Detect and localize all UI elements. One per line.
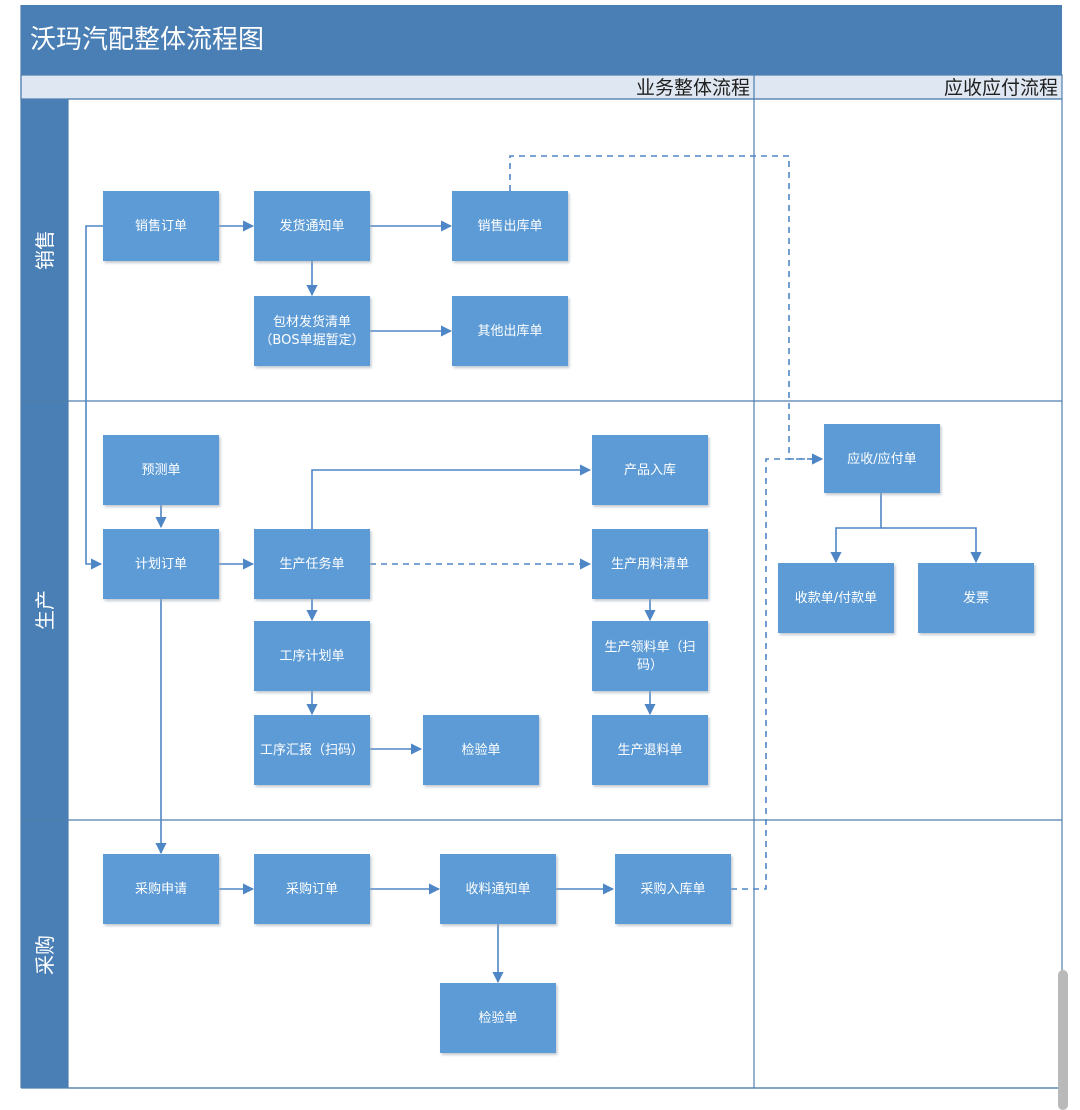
- node-inspection-production-label: 检验单: [461, 742, 500, 758]
- column-header-business: 业务整体流程: [636, 77, 750, 99]
- node-material-return-label: 生产退料单: [617, 743, 682, 758]
- node-invoice-label: 发票: [963, 590, 989, 606]
- lane-label-production: 生产: [33, 590, 57, 630]
- lane-header-strip: [21, 99, 68, 1088]
- column-header-ar-ap: 应收应付流程: [944, 77, 1058, 99]
- node-inspection-purchase[interactable]: 检验单: [440, 983, 556, 1053]
- node-material-return[interactable]: 生产退料单: [592, 715, 708, 785]
- lane-label-sales: 销售: [33, 230, 57, 270]
- node-sales-order-label: 销售订单: [135, 218, 187, 234]
- node-other-outbound[interactable]: 其他出库单: [452, 296, 568, 366]
- node-receiving-notice[interactable]: 收料通知单: [440, 854, 556, 924]
- node-product-inbound-label: 产品入库: [624, 462, 676, 478]
- node-other-outbound-label: 其他出库单: [477, 323, 542, 339]
- node-purchase-request[interactable]: 采购申请: [103, 854, 219, 924]
- node-forecast-label: 预测单: [141, 463, 180, 478]
- node-material-pick-label-line2: 码）: [637, 658, 663, 673]
- node-plan-order[interactable]: 计划订单: [103, 529, 219, 599]
- node-delivery-notice[interactable]: 发货通知单: [254, 191, 370, 261]
- node-inspection-production[interactable]: 检验单: [423, 715, 539, 785]
- node-material-list[interactable]: 生产用料清单: [592, 529, 708, 599]
- column-header-bar: [20, 74, 1063, 100]
- node-sales-outbound-label: 销售出库单: [477, 218, 542, 234]
- node-material-list-label: 生产用料清单: [611, 557, 689, 572]
- node-material-pick-label-line1: 生产领料单（扫: [604, 640, 695, 655]
- edge-ar-ap-to-invoice: [881, 527, 982, 564]
- edge-purchase-inbound-to-ar-ap: [731, 453, 824, 890]
- vertical-scrollbar[interactable]: [1058, 970, 1068, 1110]
- edge-production-task-to-product-inbound: [311, 464, 592, 529]
- node-receiving-notice-label: 收料通知单: [465, 881, 530, 897]
- edges: [85, 155, 982, 984]
- node-invoice[interactable]: 发票: [918, 563, 1034, 633]
- node-packaging-list[interactable]: 包材发货清单 （BOS单据暂定）: [254, 296, 370, 366]
- node-purchase-inbound-label: 采购入库单: [640, 881, 705, 897]
- node-sales-outbound[interactable]: 销售出库单: [452, 191, 568, 261]
- node-product-inbound[interactable]: 产品入库: [592, 435, 708, 505]
- node-packaging-list-label-line1: 包材发货清单: [273, 314, 351, 330]
- nodes: 销售订单 发货通知单 销售出库单 包材发货清单 （BOS单据暂定） 其他出库单 …: [103, 191, 1034, 1053]
- node-inspection-purchase-label: 检验单: [478, 1010, 517, 1026]
- node-process-plan-label: 工序计划单: [279, 649, 344, 664]
- node-material-pick[interactable]: 生产领料单（扫 码）: [592, 621, 708, 691]
- node-sales-order[interactable]: 销售订单: [103, 191, 219, 261]
- edge-ar-ap-to-receipt-payment: [830, 493, 882, 564]
- node-purchase-order[interactable]: 采购订单: [254, 854, 370, 924]
- node-delivery-notice-label: 发货通知单: [279, 218, 344, 234]
- node-purchase-inbound[interactable]: 采购入库单: [615, 854, 731, 924]
- lane-label-purchase: 采购: [33, 935, 57, 975]
- page-title: 沃玛汽配整体流程图: [30, 25, 264, 55]
- node-production-task[interactable]: 生产任务单: [254, 529, 370, 599]
- node-forecast[interactable]: 预测单: [103, 435, 219, 505]
- node-process-plan[interactable]: 工序计划单: [254, 621, 370, 691]
- node-production-task-label: 生产任务单: [279, 556, 344, 572]
- node-process-report[interactable]: 工序汇报（扫码）: [254, 715, 370, 785]
- node-receipt-payment-label: 收款单/付款单: [795, 591, 877, 606]
- node-plan-order-label: 计划订单: [135, 557, 187, 572]
- node-purchase-request-label: 采购申请: [135, 881, 187, 897]
- node-process-report-label: 工序汇报（扫码）: [260, 743, 364, 758]
- node-ar-ap[interactable]: 应收/应付单: [824, 424, 940, 493]
- node-purchase-order-label: 采购订单: [286, 881, 338, 897]
- edge-sales-order-to-plan-order: [85, 225, 103, 570]
- title-bar: [21, 5, 1062, 75]
- node-receipt-payment[interactable]: 收款单/付款单: [778, 563, 894, 633]
- node-packaging-list-label-line2: （BOS单据暂定）: [259, 333, 364, 348]
- node-ar-ap-label: 应收/应付单: [847, 451, 916, 467]
